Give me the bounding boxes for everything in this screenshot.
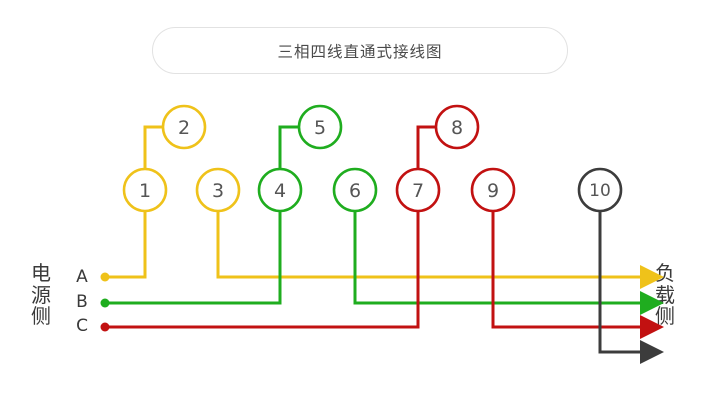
- terminal-10[interactable]: 10: [577, 167, 623, 213]
- terminal-circle-3[interactable]: [195, 167, 241, 213]
- source-side-char-2: 源: [31, 282, 51, 307]
- source-side-char-3: 侧: [31, 304, 51, 329]
- wire-terminal-10-to-neutral: [598, 211, 664, 364]
- terminal-circle-10[interactable]: [577, 167, 623, 213]
- terminal-1[interactable]: 1: [122, 167, 168, 213]
- wire-terminal-9-to-load-c: [491, 211, 664, 339]
- terminal-label-2: 2: [178, 117, 190, 139]
- terminal-label-9: 9: [487, 180, 499, 202]
- page-title: 三相四线直通式接线图: [277, 42, 443, 61]
- phase-label-a: A: [76, 267, 88, 287]
- diagram-title-pill: 三相四线直通式接线图: [152, 27, 568, 74]
- wire-terminal-3-to-load-a: [216, 211, 664, 289]
- source-dot-b: [100, 298, 110, 308]
- terminal-label-3: 3: [212, 180, 224, 202]
- terminal-8[interactable]: 8: [434, 104, 480, 150]
- terminal-label-6: 6: [349, 180, 361, 202]
- terminal-2[interactable]: 2: [161, 104, 207, 150]
- wire-terminal-6-to-load-b: [353, 211, 664, 315]
- terminal-circle-5[interactable]: [297, 104, 343, 150]
- terminal-circle-4[interactable]: [257, 167, 303, 213]
- terminal-circle-7[interactable]: [395, 167, 441, 213]
- terminal-circle-8[interactable]: [434, 104, 480, 150]
- terminal-label-7: 7: [412, 180, 424, 202]
- terminal-circle-9[interactable]: [470, 167, 516, 213]
- source-side-char-1: 电: [31, 261, 51, 285]
- terminal-circle-6[interactable]: [332, 167, 378, 213]
- source-dot-c: [100, 322, 110, 332]
- wire-bridge-terminal-4-5: [278, 125, 299, 169]
- wire-source-c-to-terminal-7: [105, 211, 420, 329]
- terminal-circle-1[interactable]: [122, 167, 168, 213]
- wire-source-a-to-terminal-1: [105, 211, 147, 279]
- terminal-label-5: 5: [314, 117, 326, 139]
- terminal-circle-2[interactable]: [161, 104, 207, 150]
- source-side-label: 电 源 侧: [31, 261, 51, 329]
- source-dot-a: [100, 272, 110, 282]
- terminal-label-1: 1: [139, 180, 151, 202]
- terminal-6[interactable]: 6: [332, 167, 378, 213]
- wire-source-b-to-terminal-4: [105, 211, 282, 305]
- terminal-5[interactable]: 5: [297, 104, 343, 150]
- wire-bridge-terminal-7-8: [416, 125, 436, 169]
- phase-label-c: C: [76, 316, 88, 336]
- terminal-9[interactable]: 9: [470, 167, 516, 213]
- phase-label-b: B: [76, 292, 88, 312]
- terminal-label-4: 4: [274, 180, 286, 202]
- terminal-label-10: 10: [589, 181, 611, 201]
- terminal-7[interactable]: 7: [395, 167, 441, 213]
- terminal-4[interactable]: 4: [257, 167, 303, 213]
- terminal-label-8: 8: [451, 117, 463, 139]
- wire-bridge-terminal-1-2: [143, 125, 163, 169]
- terminal-3[interactable]: 3: [195, 167, 241, 213]
